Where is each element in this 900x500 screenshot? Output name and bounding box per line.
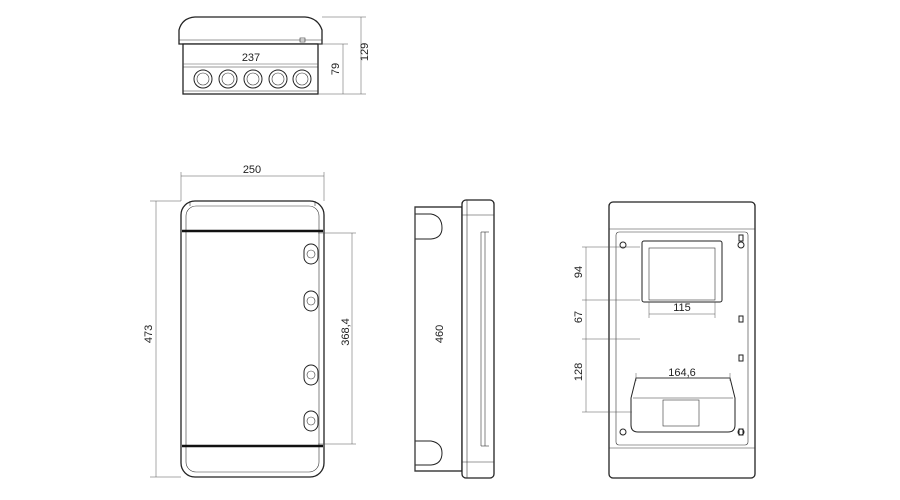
back-gap-height-label: 67 <box>573 311 585 323</box>
door-latches <box>303 243 319 432</box>
front-view: 250 473 368,4 <box>143 164 356 478</box>
top-width-label: 237 <box>242 52 260 64</box>
top-total-height-label: 129 <box>359 43 371 61</box>
back-view: 94 67 128 115 164,6 <box>573 201 756 479</box>
top-inner-height-label: 79 <box>330 63 342 75</box>
back-window-height-label: 94 <box>573 266 585 278</box>
back-lower-height-label: 128 <box>573 363 585 381</box>
side-height-label: 460 <box>434 325 446 343</box>
top-view: 237 79 129 <box>178 16 371 95</box>
cable-entry-holes <box>193 69 312 89</box>
wall-brackets <box>738 234 744 436</box>
front-width-label: 250 <box>243 164 261 176</box>
side-view: 460 <box>414 199 495 479</box>
front-hinge-span-label: 368,4 <box>340 318 352 346</box>
back-lower-width-label: 164,6 <box>668 367 696 379</box>
back-window-width-label: 115 <box>673 302 691 314</box>
front-height-label: 473 <box>143 325 155 343</box>
